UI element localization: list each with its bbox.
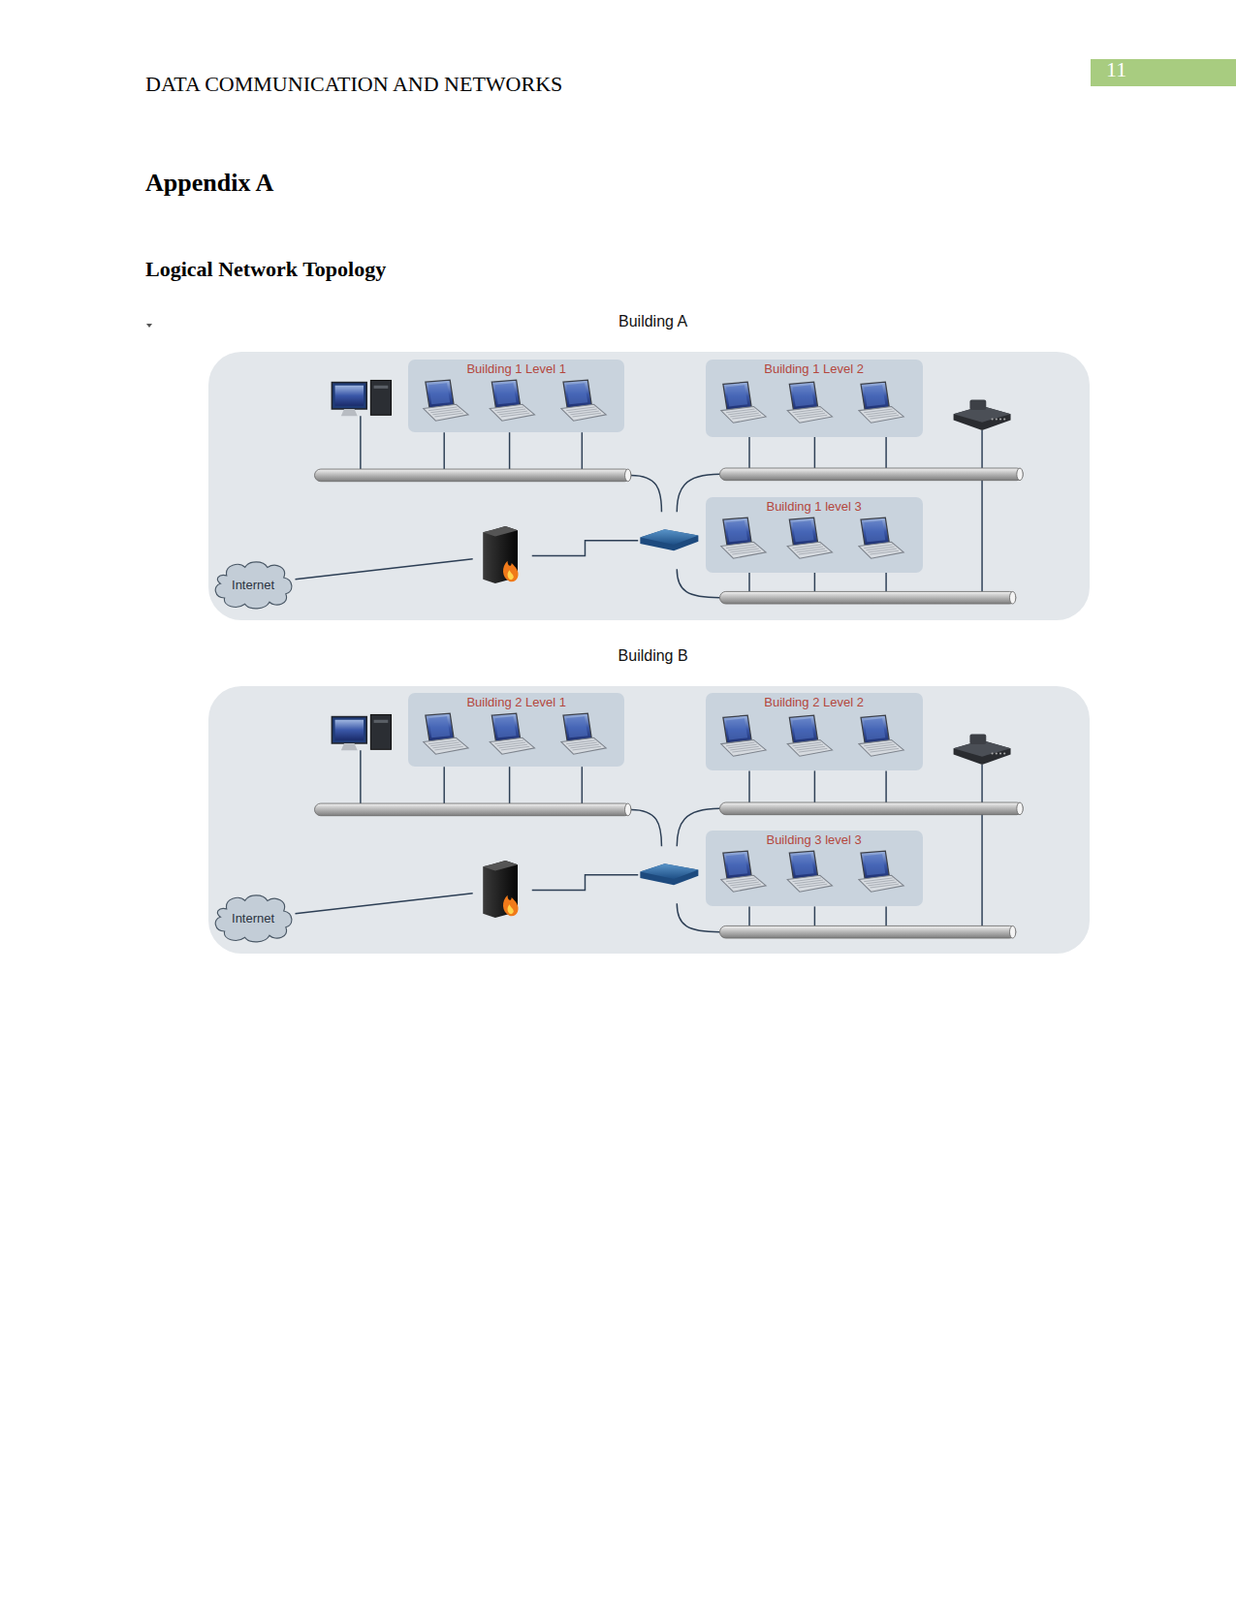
drop-line xyxy=(508,766,510,804)
floor-group: Building 2 Level 2 xyxy=(705,693,923,771)
appendix-heading: Appendix A xyxy=(145,168,274,198)
internet-cloud: Internet xyxy=(212,892,294,945)
bus-cable xyxy=(314,803,631,817)
drop-line xyxy=(748,437,750,470)
drop-line xyxy=(443,766,444,804)
firewall-icon xyxy=(482,526,518,584)
laptop-icon xyxy=(489,713,535,755)
laptop-icon xyxy=(561,713,606,755)
floor-label: Building 1 Level 2 xyxy=(705,359,923,378)
desktop-icon xyxy=(331,714,391,751)
laptop-icon xyxy=(857,381,903,423)
building-panel: Building ABuilding 1 Level 1Building 1 L… xyxy=(208,351,1091,621)
building-panel: Building BBuilding 2 Level 1Building 2 L… xyxy=(208,686,1091,955)
laptop-icon xyxy=(423,380,469,421)
bus-cable xyxy=(719,468,1023,481)
drop-line xyxy=(748,572,750,593)
router-icon xyxy=(952,400,1011,432)
network-illustration xyxy=(208,351,1091,621)
firewall-link xyxy=(532,540,638,557)
drop-line xyxy=(580,432,582,470)
laptop-icon xyxy=(720,851,765,892)
drop-line xyxy=(813,572,815,593)
drop-line xyxy=(813,437,815,470)
laptop-icon xyxy=(720,381,765,423)
laptop-icon xyxy=(857,715,903,757)
laptop-icon xyxy=(787,517,832,559)
laptop-icon xyxy=(720,517,765,559)
laptop-icon xyxy=(423,713,469,755)
laptop-icon xyxy=(787,851,832,892)
bus-link xyxy=(676,903,720,932)
bus-cable xyxy=(719,592,1015,605)
bus-cable xyxy=(314,469,631,482)
drop-line xyxy=(359,416,361,471)
drop-line xyxy=(748,770,750,803)
floor-group: Building 2 Level 1 xyxy=(408,693,625,767)
drop-line xyxy=(885,572,887,593)
cloud-label: Internet xyxy=(231,911,275,926)
page-number: 11 xyxy=(1106,57,1127,83)
desktop-icon xyxy=(331,380,391,417)
laptop-icon xyxy=(787,381,832,423)
section-heading: Logical Network Topology xyxy=(145,256,386,283)
laptop-icon xyxy=(561,380,606,421)
drop-line xyxy=(885,770,887,803)
marker-glyph xyxy=(146,323,155,330)
drop-line xyxy=(443,432,444,470)
drop-line xyxy=(813,770,815,803)
cloud-label: Internet xyxy=(231,577,275,593)
drop-line xyxy=(748,906,750,926)
bus-cable xyxy=(719,925,1015,939)
internet-link xyxy=(294,892,473,914)
network-illustration xyxy=(208,686,1091,955)
laptop-icon xyxy=(787,715,832,757)
floor-group: Building 1 level 3 xyxy=(705,497,923,573)
drop-line xyxy=(359,750,361,804)
laptop-icon xyxy=(857,851,903,892)
laptop-icon xyxy=(857,517,903,559)
floor-group: Building 1 Level 2 xyxy=(705,359,923,438)
floor-label: Building 3 level 3 xyxy=(705,830,923,849)
router-icon xyxy=(952,733,1011,765)
floor-label: Building 1 level 3 xyxy=(705,497,923,515)
drop-line xyxy=(885,906,887,926)
router-line xyxy=(981,764,983,926)
firewall-link xyxy=(532,874,638,890)
drop-line xyxy=(885,437,887,470)
drop-line xyxy=(580,766,582,804)
bus-cable xyxy=(719,802,1023,816)
building-title: Building A xyxy=(208,313,1091,331)
floor-group: Building 1 Level 1 xyxy=(408,359,625,434)
floor-label: Building 1 Level 1 xyxy=(408,359,625,378)
switch-icon xyxy=(639,863,698,886)
running-header: DATA COMMUNICATION AND NETWORKS xyxy=(145,71,563,97)
bus-link xyxy=(676,569,720,598)
firewall-icon xyxy=(482,860,518,919)
drop-line xyxy=(813,906,815,926)
bus-link xyxy=(631,809,663,847)
building-title: Building B xyxy=(208,647,1091,666)
laptop-icon xyxy=(720,715,765,757)
floor-label: Building 2 Level 2 xyxy=(705,693,923,711)
drop-line xyxy=(508,432,510,470)
internet-link xyxy=(294,559,473,580)
switch-icon xyxy=(639,529,698,551)
bus-link xyxy=(631,475,663,513)
floor-group: Building 3 level 3 xyxy=(705,830,923,907)
internet-cloud: Internet xyxy=(212,559,294,611)
floor-label: Building 2 Level 1 xyxy=(408,693,625,711)
laptop-icon xyxy=(489,380,535,421)
router-line xyxy=(981,430,983,592)
